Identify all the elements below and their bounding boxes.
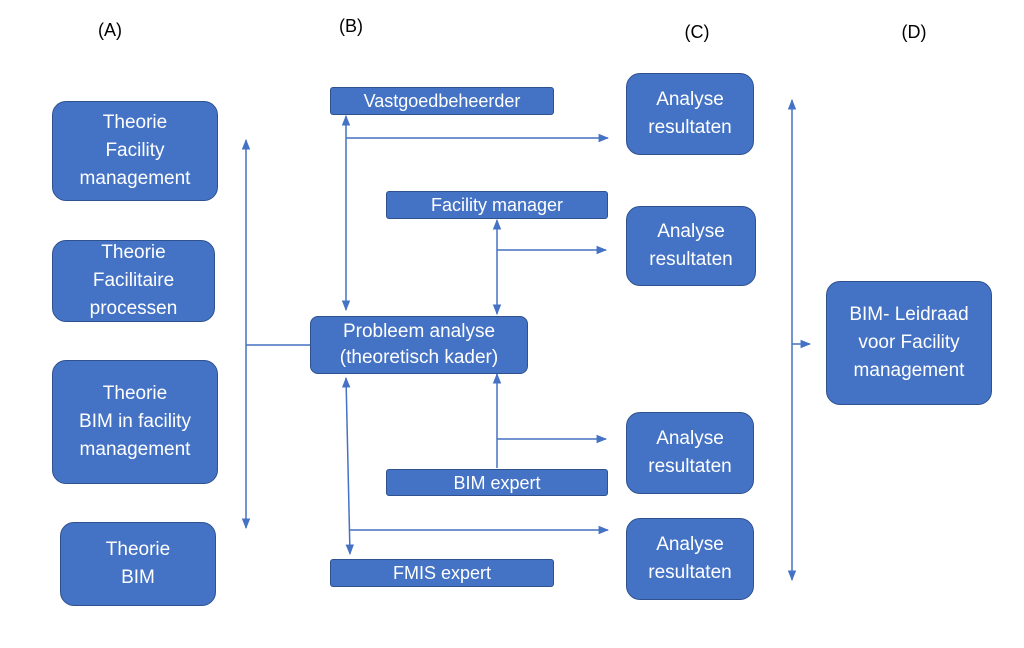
result-line: Analyse (657, 221, 725, 242)
outcome-line: BIM- Leidraad (849, 304, 969, 325)
theory-facilitaire-processen-box: Theorie Facilitaire processen (52, 240, 215, 322)
column-label-c: (C) (684, 22, 710, 42)
theory-line: Facilitaire (92, 270, 175, 291)
problem-line: Probleem analyse (342, 321, 496, 342)
theory-bim-box: Theorie BIM (60, 522, 216, 606)
analyse-resultaten-box-2: Analyse resultaten (626, 206, 756, 286)
theory-line: Theorie (102, 383, 168, 404)
problem-line: (theoretisch kader) (339, 347, 499, 368)
theory-line: management (79, 168, 191, 189)
column-label-d: (D) (901, 22, 927, 42)
analyse-resultaten-box-1: Analyse resultaten (626, 73, 754, 155)
theory-line: processen (89, 298, 178, 319)
theory-line: Theorie (102, 112, 168, 133)
theory-line: BIM (121, 567, 155, 588)
analyse-resultaten-box-4: Analyse resultaten (626, 518, 754, 600)
fmis-expert-problem-arrow (342, 376, 354, 556)
result-line: resultaten (648, 456, 732, 477)
result-line: Analyse (656, 428, 724, 449)
vastgoedbeheerder-box: Vastgoedbeheerder (330, 87, 554, 115)
theory-line: management (79, 439, 191, 460)
result-line: resultaten (649, 249, 733, 270)
column-label-a: (A) (98, 20, 122, 40)
theory-line: Facility (105, 140, 165, 161)
theory-line: Theorie (105, 539, 171, 560)
analyse-resultaten-box-3: Analyse resultaten (626, 412, 754, 494)
column-label-b: (B) (339, 16, 363, 36)
result-line: resultaten (648, 562, 732, 583)
result-line: resultaten (648, 117, 732, 138)
outcome-line: voor Facility (858, 332, 960, 353)
theory-facility-management-box: Theorie Facility management (52, 101, 218, 201)
theory-line: Theorie (101, 242, 166, 263)
bim-expert-box: BIM expert (386, 469, 608, 496)
outcome-line: management (853, 360, 965, 381)
bim-leidraad-box: BIM- Leidraad voor Facility management (826, 281, 992, 405)
theory-bim-in-fm-box: Theorie BIM in facility management (52, 360, 218, 484)
theory-line: BIM in facility (79, 411, 191, 432)
facility-manager-box: Facility manager (386, 191, 608, 219)
probleem-analyse-box: Probleem analyse (theoretisch kader) (310, 316, 528, 374)
result-line: Analyse (656, 534, 724, 555)
result-line: Analyse (656, 89, 724, 110)
fmis-expert-box: FMIS expert (330, 559, 554, 587)
